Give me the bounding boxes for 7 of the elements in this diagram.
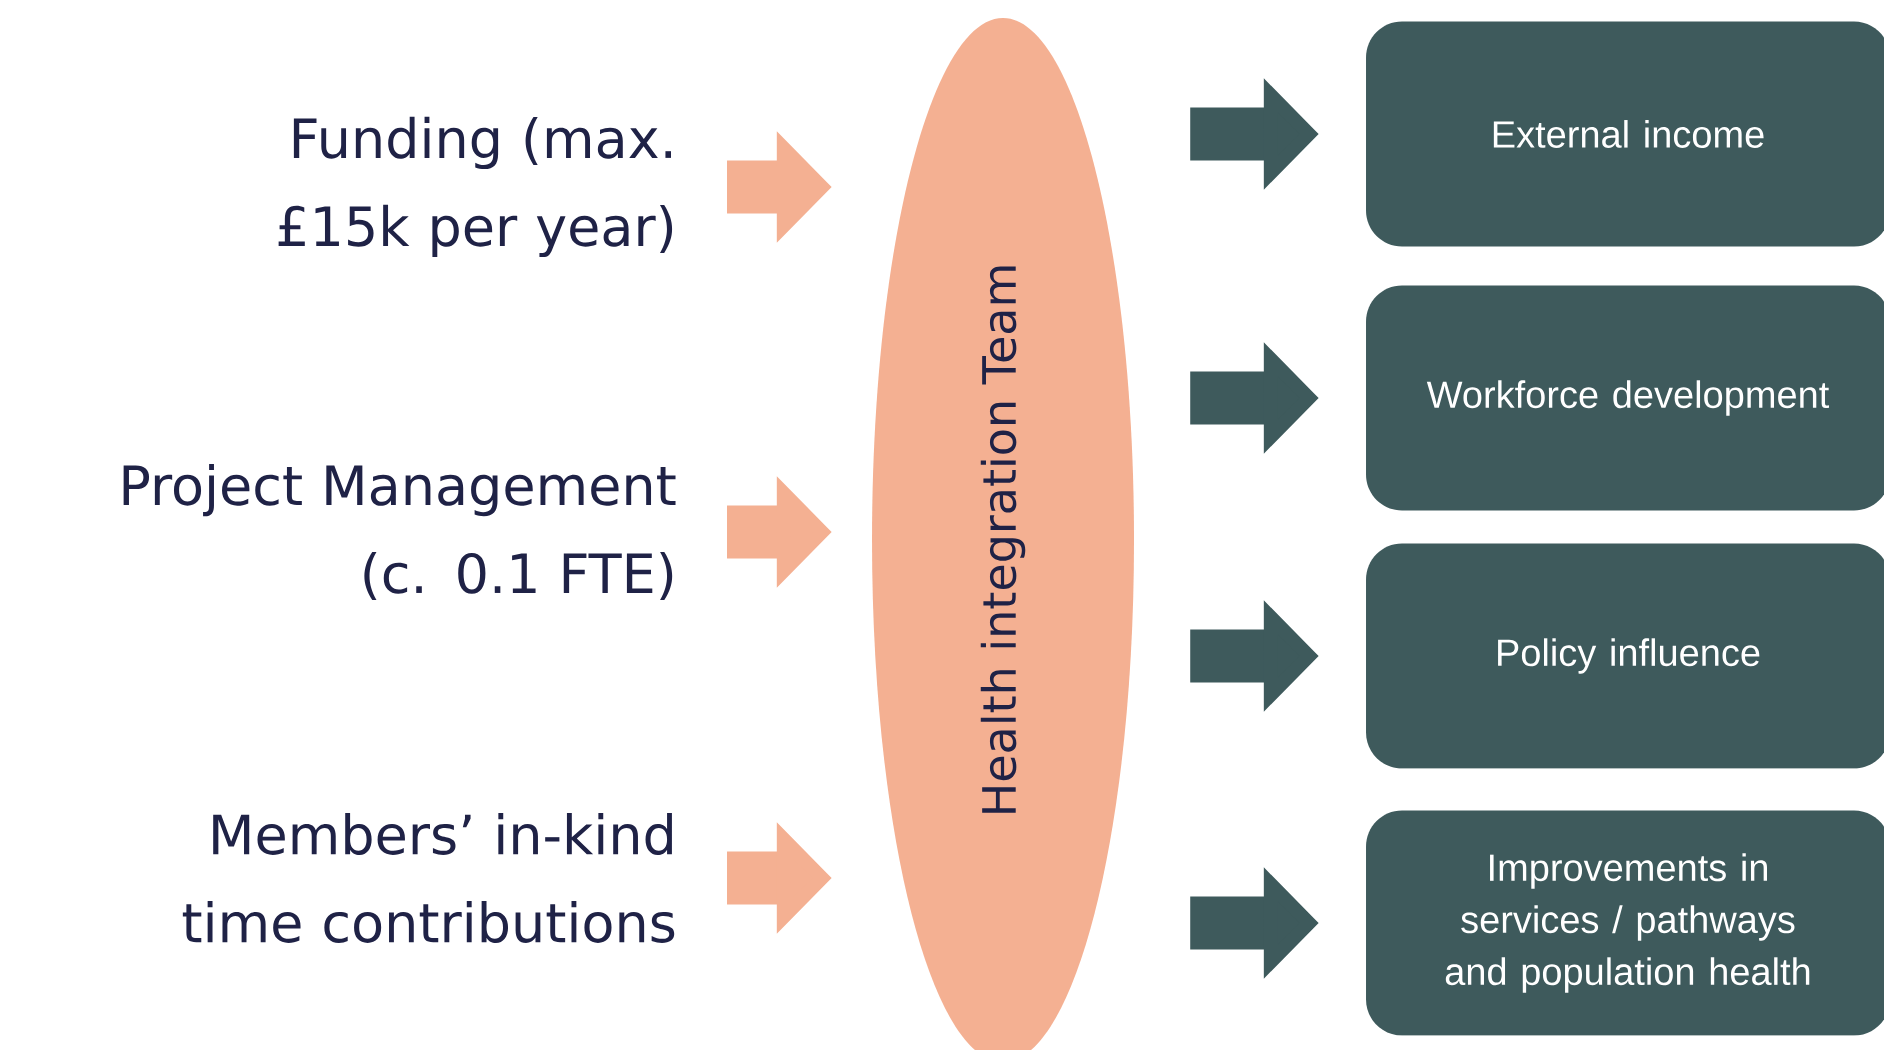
input-label: Funding (max. £15k per year) <box>278 116 673 258</box>
outcome-box: Workforce development <box>1366 285 1884 511</box>
input-label: Project Management (c. 0.1 FTE) <box>123 463 676 601</box>
input-label: Members’ in-kind time contributions <box>182 813 675 943</box>
outcome-box: Improvements in services / pathways and population health <box>1366 810 1884 1036</box>
outcome-box: External income <box>1366 21 1884 247</box>
outcome-box: Policy influence <box>1366 543 1884 769</box>
